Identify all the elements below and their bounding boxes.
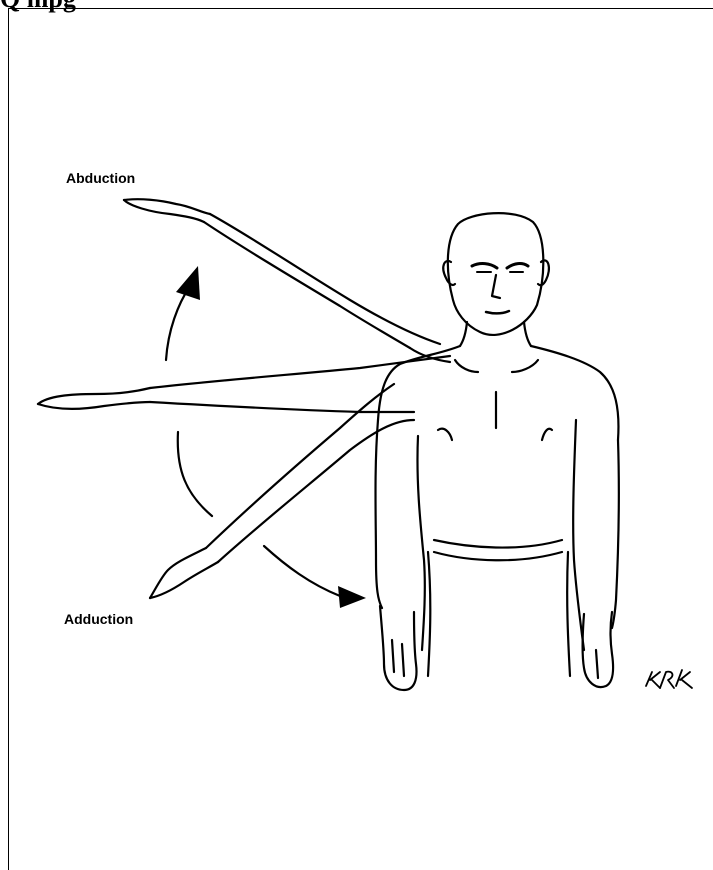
horizontal-arm [38, 356, 450, 412]
arrowhead-up [176, 266, 200, 300]
arrowhead-down [338, 586, 366, 608]
right-hanging-arm [583, 612, 614, 687]
abducted-arm [124, 199, 450, 362]
motion-arc [166, 286, 340, 596]
head [443, 213, 549, 335]
left-hanging-arm [380, 606, 417, 690]
artist-signature [646, 670, 692, 688]
